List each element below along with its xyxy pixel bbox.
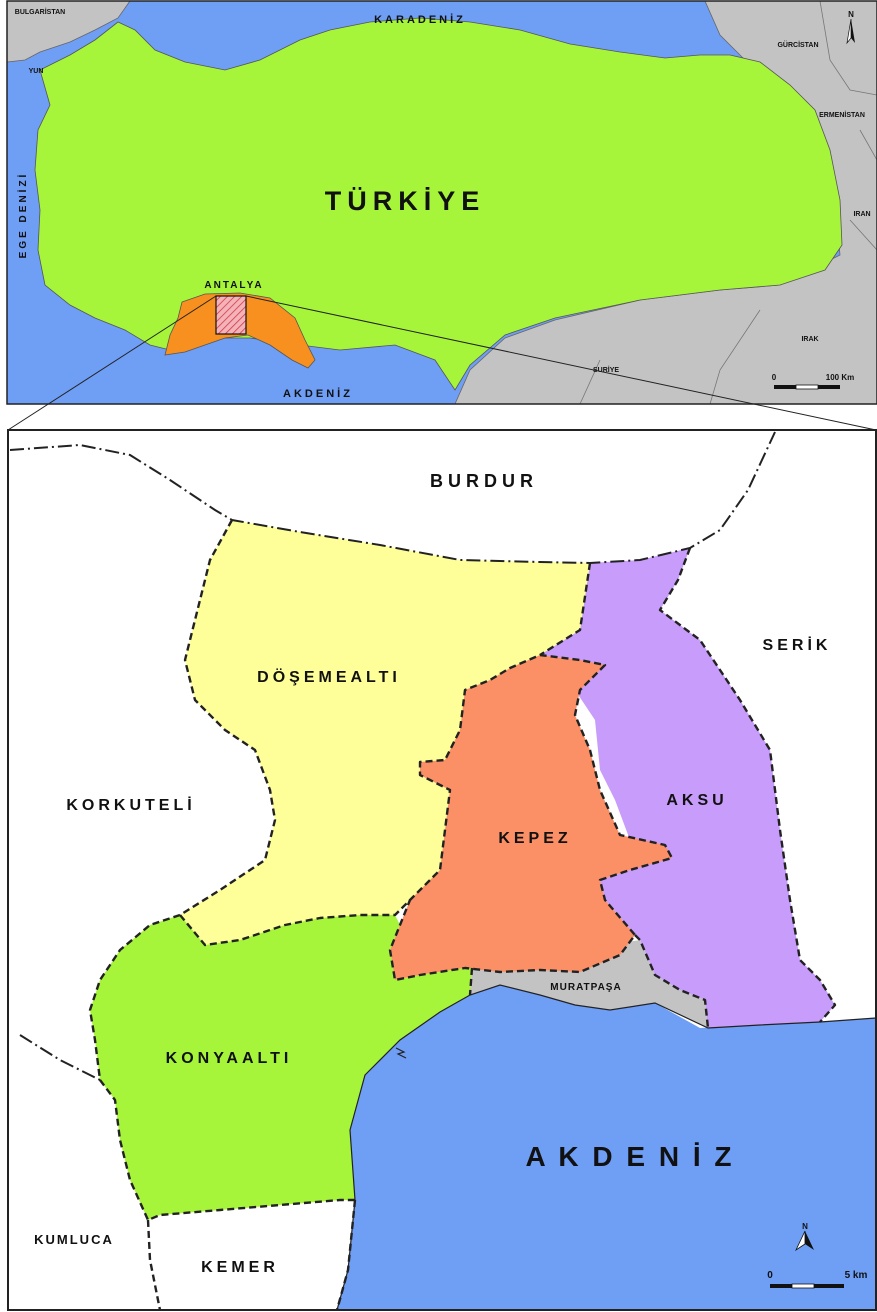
district-boundaries <box>88 519 837 1311</box>
district-konyaalti <box>90 915 472 1220</box>
label-iraq: IRAK <box>801 336 818 343</box>
label-bulgaria: BULGARİSTAN <box>15 8 65 16</box>
detail-scale-end: 5 km <box>845 1270 868 1281</box>
label-mediterranean-detail: A K D E N İ Z <box>525 1141 734 1172</box>
label-korkuteli: KORKUTELİ <box>66 796 195 814</box>
detail-map: BURDUR SERİK DÖŞEMEALTI KORKUTELİ AKSU K… <box>7 429 877 1311</box>
label-georgia: GÜRCİSTAN <box>777 40 818 49</box>
label-dosemealti: DÖŞEMEALTI <box>257 667 401 686</box>
district-kepez <box>390 655 672 980</box>
overview-map: KARADENİZ AKDENİZ EGE DENİZİ TÜRKİYE ANT… <box>6 0 877 405</box>
label-serik: SERİK <box>763 636 832 654</box>
label-kemer: KEMER <box>201 1259 279 1276</box>
label-burdur: BURDUR <box>430 471 538 491</box>
overview-frame <box>6 0 877 405</box>
label-turkey: TÜRKİYE <box>325 186 486 216</box>
label-black-sea: KARADENİZ <box>374 13 466 26</box>
label-mediterranean-overview: AKDENİZ <box>283 387 353 400</box>
overview-scale-end: 100 Km <box>826 373 854 382</box>
detail-north-arrow: N <box>795 1222 814 1252</box>
label-konyaalti: KONYAALTI <box>166 1050 293 1067</box>
detail-scale-bar: 0 5 km <box>767 1270 868 1289</box>
district-aksu <box>540 548 835 1028</box>
shoreline <box>336 984 877 1311</box>
label-aegean-sea: EGE DENİZİ <box>16 172 29 259</box>
label-antalya: ANTALYA <box>204 280 263 291</box>
detail-frame <box>7 429 877 1311</box>
study-area-box <box>215 295 247 335</box>
overview-north-arrow: N <box>846 10 855 45</box>
detail-sea <box>337 985 876 1310</box>
label-aksu: AKSU <box>666 792 727 809</box>
label-greece: YUN <box>29 68 44 75</box>
label-syria: SURİYE <box>593 366 619 374</box>
neighbor-borders <box>579 0 877 405</box>
label-iran: IRAN <box>853 211 870 218</box>
coastal-detail <box>395 1047 407 1059</box>
label-kumluca: KUMLUCA <box>34 1232 114 1247</box>
label-kepez: KEPEZ <box>498 830 571 847</box>
overview-north-label: N <box>848 10 854 19</box>
detail-north-label: N <box>802 1222 808 1231</box>
overview-scale-start: 0 <box>772 373 777 382</box>
zoom-lines <box>7 295 877 431</box>
label-muratpasa: MURATPAŞA <box>550 982 621 993</box>
overview-scale-bar: 0 100 Km <box>772 373 854 390</box>
district-dosemealti <box>180 520 590 945</box>
label-armenia: ERMENİSTAN <box>819 111 865 119</box>
neighbor-land-northwest <box>6 0 131 63</box>
province-boundary <box>9 431 776 1081</box>
detail-scale-start: 0 <box>767 1270 773 1281</box>
